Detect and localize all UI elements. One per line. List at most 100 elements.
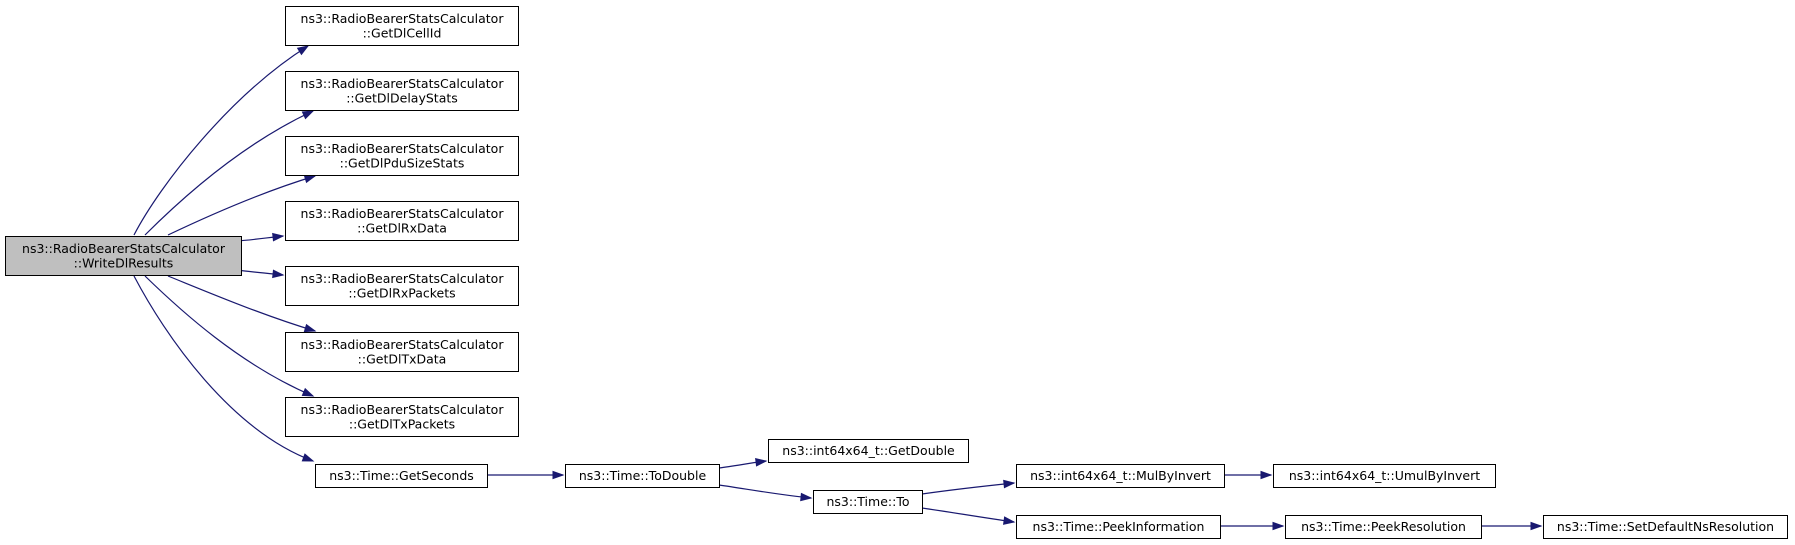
arrowhead: [552, 470, 565, 480]
edge-time-to-double-to-time-to: [718, 484, 813, 502]
arrowhead: [296, 45, 310, 56]
arrowhead: [755, 458, 768, 467]
node-box[interactable]: [1016, 515, 1221, 539]
node-get-dl-pdu-size-stats[interactable]: ns3::RadioBearerStatsCalculator::GetDlPd…: [285, 136, 519, 176]
node-label: ns3::int64x64_t::GetDouble: [782, 443, 955, 458]
arrowhead: [272, 269, 285, 279]
arrowhead: [1272, 521, 1285, 531]
node-time-get-seconds[interactable]: ns3::Time::GetSeconds: [315, 464, 488, 488]
arrowhead: [800, 492, 813, 502]
node-label: ::GetDlDelayStats: [346, 90, 458, 105]
node-time-set-default-ns-resolution[interactable]: ns3::Time::SetDefaultNsResolution: [1543, 515, 1788, 539]
node-int64x64-mul-by-invert[interactable]: ns3::int64x64_t::MulByInvert: [1016, 464, 1225, 488]
node-label: ns3::Time::PeekResolution: [1301, 519, 1466, 534]
node-label: ::WriteDlResults: [74, 255, 174, 270]
node-label: ns3::int64x64_t::UmulByInvert: [1289, 468, 1480, 483]
arrowhead: [301, 453, 315, 462]
node-label: ns3::RadioBearerStatsCalculator: [301, 402, 505, 417]
node-box[interactable]: [285, 71, 519, 111]
node-label: ns3::RadioBearerStatsCalculator: [301, 337, 505, 352]
node-get-dl-tx-data[interactable]: ns3::RadioBearerStatsCalculator::GetDlTx…: [285, 332, 519, 372]
node-box[interactable]: [1285, 515, 1482, 539]
edge-line: [167, 175, 316, 236]
node-time-to-double[interactable]: ns3::Time::ToDouble: [565, 464, 720, 488]
arrowhead: [1260, 470, 1273, 480]
edge-time-to-to-time-peek-information: [921, 507, 1016, 525]
edge-write-dl-results-to-get-dl-tx-packets: [144, 275, 315, 397]
edge-write-dl-results-to-get-dl-tx-data: [167, 275, 317, 333]
edge-time-peek-resolution-to-time-set-default-ns-resolution: [1481, 521, 1543, 531]
node-write-dl-results[interactable]: ns3::RadioBearerStatsCalculator::WriteDl…: [5, 236, 242, 276]
node-box[interactable]: [285, 136, 519, 176]
edge-write-dl-results-to-time-get-seconds: [133, 275, 315, 462]
edge-line: [718, 484, 812, 499]
edge-time-to-to-int64x64-mul-by-invert: [921, 479, 1016, 495]
node-get-dl-cell-id[interactable]: ns3::RadioBearerStatsCalculator::GetDlCe…: [285, 6, 519, 46]
node-box[interactable]: [285, 201, 519, 241]
node-get-dl-rx-data[interactable]: ns3::RadioBearerStatsCalculator::GetDlRx…: [285, 201, 519, 241]
nodes-layer: ns3::RadioBearerStatsCalculator::WriteDl…: [5, 6, 1788, 539]
node-time-peek-information[interactable]: ns3::Time::PeekInformation: [1016, 515, 1221, 539]
edge-write-dl-results-to-get-dl-delay-stats: [144, 110, 315, 236]
node-box[interactable]: [1543, 515, 1788, 539]
node-label: ns3::Time::To: [827, 494, 910, 509]
node-get-dl-tx-packets[interactable]: ns3::RadioBearerStatsCalculator::GetDlTx…: [285, 397, 519, 437]
edge-line: [144, 110, 314, 236]
arrowhead: [301, 110, 315, 120]
node-label: ::GetDlCellId: [363, 25, 442, 40]
edge-time-to-double-to-int64x64-get-double: [718, 458, 768, 469]
arrowhead: [1003, 516, 1016, 525]
node-label: ::GetDlTxData: [358, 351, 447, 366]
node-int64x64-umul-by-invert[interactable]: ns3::int64x64_t::UmulByInvert: [1273, 464, 1496, 488]
arrowhead: [303, 323, 317, 333]
node-label: ns3::int64x64_t::MulByInvert: [1030, 468, 1211, 483]
edge-line: [167, 275, 316, 332]
edge-line: [133, 45, 309, 236]
edge-line: [133, 275, 314, 462]
arrowhead: [1530, 521, 1543, 531]
node-box[interactable]: [768, 439, 969, 463]
edge-line: [144, 275, 314, 397]
node-box[interactable]: [565, 464, 720, 488]
edge-write-dl-results-to-get-dl-cell-id: [133, 45, 310, 236]
edge-time-peek-information-to-time-peek-resolution: [1220, 521, 1285, 531]
node-label: ::GetDlPduSizeStats: [340, 155, 465, 170]
node-label: ns3::RadioBearerStatsCalculator: [22, 241, 226, 256]
node-box[interactable]: [813, 490, 923, 514]
node-time-to[interactable]: ns3::Time::To: [813, 490, 923, 514]
node-label: ::GetDlTxPackets: [349, 416, 455, 431]
node-label: ns3::Time::SetDefaultNsResolution: [1557, 519, 1774, 534]
arrowhead: [1003, 479, 1016, 489]
edge-int64x64-mul-by-invert-to-int64x64-umul-by-invert: [1223, 470, 1273, 480]
node-box[interactable]: [1273, 464, 1496, 488]
node-label: ::GetDlRxPackets: [348, 285, 455, 300]
edges-layer: [133, 45, 1543, 531]
node-box[interactable]: [315, 464, 488, 488]
node-get-dl-rx-packets[interactable]: ns3::RadioBearerStatsCalculator::GetDlRx…: [285, 266, 519, 306]
edge-write-dl-results-to-get-dl-rx-data: [236, 232, 285, 242]
node-label: ns3::RadioBearerStatsCalculator: [301, 206, 505, 221]
node-box[interactable]: [285, 397, 519, 437]
arrowhead: [272, 232, 285, 242]
node-label: ns3::RadioBearerStatsCalculator: [301, 271, 505, 286]
node-int64x64-get-double[interactable]: ns3::int64x64_t::GetDouble: [768, 439, 969, 463]
edge-write-dl-results-to-get-dl-rx-packets: [236, 269, 285, 279]
node-box[interactable]: [5, 236, 242, 276]
node-label: ns3::RadioBearerStatsCalculator: [301, 76, 505, 91]
node-label: ns3::Time::GetSeconds: [329, 468, 474, 483]
node-box[interactable]: [1016, 464, 1225, 488]
arrowhead: [301, 387, 315, 397]
node-label: ns3::Time::PeekInformation: [1033, 519, 1205, 534]
node-label: ns3::RadioBearerStatsCalculator: [301, 141, 505, 156]
node-box[interactable]: [285, 332, 519, 372]
edge-line: [921, 507, 1015, 523]
node-label: ns3::Time::ToDouble: [579, 468, 707, 483]
node-time-peek-resolution[interactable]: ns3::Time::PeekResolution: [1285, 515, 1482, 539]
node-box[interactable]: [285, 6, 519, 46]
node-box[interactable]: [285, 266, 519, 306]
edge-time-get-seconds-to-time-to-double: [486, 470, 565, 480]
arrowhead: [303, 174, 317, 184]
node-get-dl-delay-stats[interactable]: ns3::RadioBearerStatsCalculator::GetDlDe…: [285, 71, 519, 111]
node-label: ns3::RadioBearerStatsCalculator: [301, 11, 505, 26]
